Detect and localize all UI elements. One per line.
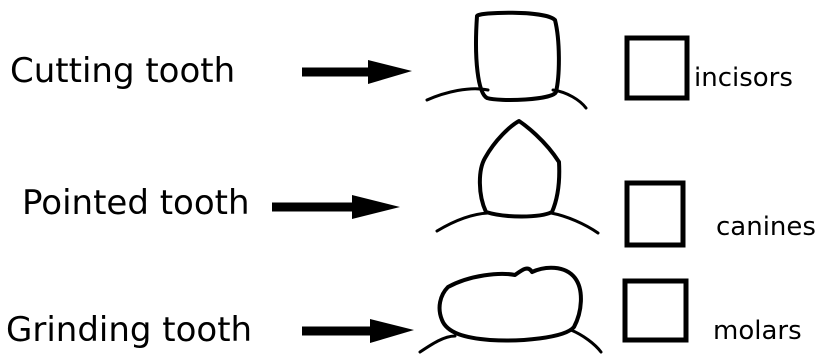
canines-checkbox[interactable] xyxy=(624,180,686,248)
arrow-right-icon xyxy=(302,60,412,84)
row-cutting-tooth: Cutting tooth incisors xyxy=(10,10,793,110)
canine-tooth-icon xyxy=(435,119,600,235)
molar-tooth-icon xyxy=(418,265,603,354)
grinding-tooth-label: Grinding tooth xyxy=(6,310,252,350)
cutting-tooth-label: Cutting tooth xyxy=(10,51,235,91)
row-pointed-tooth: Pointed tooth canines xyxy=(22,119,816,248)
arrow-right-icon xyxy=(302,319,414,343)
incisor-tooth-icon xyxy=(425,10,588,110)
row-grinding-tooth: Grinding tooth molars xyxy=(6,265,802,354)
incisors-label: incisors xyxy=(694,63,793,93)
canines-label: canines xyxy=(716,212,816,242)
molars-checkbox[interactable] xyxy=(622,278,689,343)
arrow-right-icon xyxy=(272,195,400,219)
incisors-checkbox[interactable] xyxy=(624,35,690,101)
pointed-tooth-label: Pointed tooth xyxy=(22,183,250,223)
molars-label: molars xyxy=(713,316,802,346)
